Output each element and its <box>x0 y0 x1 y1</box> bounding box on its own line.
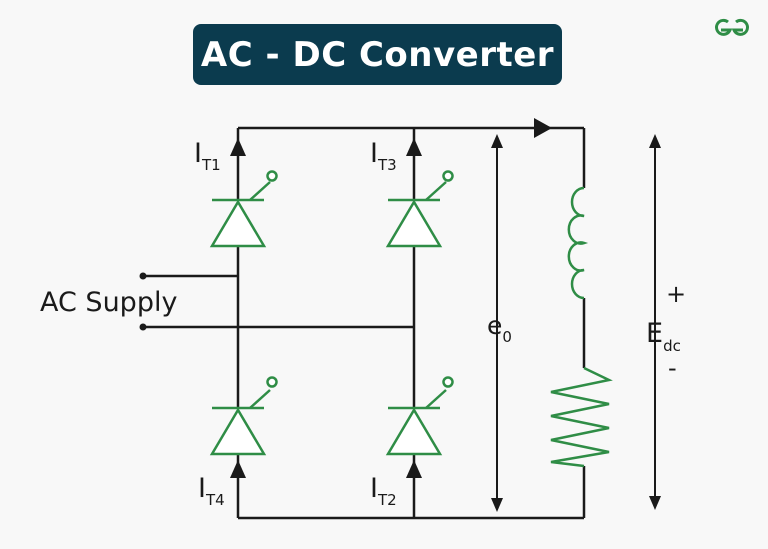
inductor <box>567 186 589 300</box>
ac-terminal-top <box>139 272 147 280</box>
current-t1-label: IT1 <box>194 138 221 174</box>
ac-terminal-bottom <box>139 323 147 331</box>
dc-voltage-arrow <box>649 134 661 510</box>
load-current-arrow <box>534 118 552 138</box>
resistor <box>550 366 613 468</box>
output-voltage-arrow <box>491 134 503 512</box>
plus-sign: + <box>666 280 686 308</box>
current-arrow-t3 <box>406 138 422 156</box>
current-arrow-t1 <box>230 138 246 156</box>
dc-voltage-label: Edc <box>646 318 681 355</box>
wiring <box>143 126 586 520</box>
current-arrow-t4 <box>230 460 246 478</box>
thyristor-t2 <box>385 376 454 456</box>
thyristor-t3 <box>385 170 454 248</box>
diagram-title: AC - DC Converter <box>200 34 555 75</box>
title-banner: AC - DC Converter <box>193 24 562 85</box>
current-t2-label: IT2 <box>370 473 397 509</box>
minus-sign: - <box>668 354 677 382</box>
current-t4-label: IT4 <box>198 473 225 509</box>
current-arrow-t2 <box>406 460 422 478</box>
ac-supply-label: AC Supply <box>40 287 177 318</box>
thyristor-t1 <box>209 170 278 248</box>
thyristor-t4 <box>209 376 278 456</box>
output-voltage-label: e0 <box>487 311 512 346</box>
current-t3-label: IT3 <box>370 138 397 174</box>
gfg-logo-icon <box>715 18 749 36</box>
